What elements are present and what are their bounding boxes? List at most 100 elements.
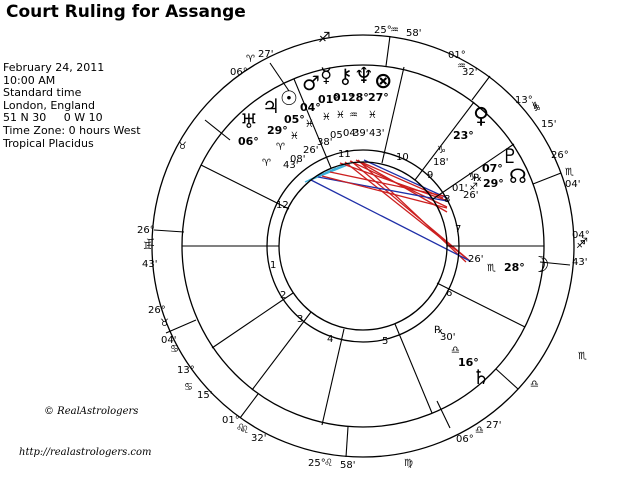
jupiter-degree: 29° [267, 124, 288, 137]
cusp-10-degree: 25° [374, 25, 392, 36]
pluto-minutes: 01' [452, 183, 467, 194]
cusp-11-sign: ♈ [246, 54, 255, 65]
mars-minutes: 38' [317, 137, 332, 148]
mercury-degree: 01° [318, 93, 339, 106]
planet-node[interactable]: ☊29°♐26'℞ [463, 164, 527, 201]
cusp-line-5 [394, 323, 433, 414]
chiron-minutes: 04' [343, 128, 358, 139]
planet-jupiter[interactable]: ♃ 29° ♈ 08' [262, 94, 305, 165]
aspect-line [310, 179, 471, 262]
cusp-9-degree: 01° [448, 50, 466, 61]
node-icon: ☊ [509, 164, 527, 188]
uranus-minutes: 43' [283, 160, 298, 171]
sign-line [269, 62, 290, 92]
cusp-7-minutes: 43' [572, 257, 587, 268]
sign-line [495, 368, 519, 390]
scorpio-outer-glyph: ♏ [578, 351, 587, 362]
leo-outer-glyph: ♌ [240, 425, 249, 436]
sign-line [532, 172, 562, 185]
house-number-10: 10 [396, 152, 409, 163]
neptune-icon: ♆ [354, 64, 374, 89]
saturn-icon: ♄ [472, 365, 490, 389]
moon-sign: ♏ [487, 263, 496, 274]
inner-ring [278, 161, 448, 331]
sign-line [385, 35, 391, 67]
chiron-degree: 01° [333, 91, 354, 104]
jupiter-minutes: 08' [290, 154, 305, 165]
saturn-degree: 16° [458, 356, 479, 369]
cusp-line-12 [200, 164, 290, 210]
virgo-outer-glyph: ♍ [404, 458, 413, 469]
saturn-retrograde-icon: ℞ [434, 325, 443, 336]
planet-sun[interactable]: ☉05°♓26' [280, 86, 318, 156]
cusp-1-minutes: 43' [142, 259, 157, 270]
mercury-icon: ☿ [320, 63, 332, 87]
pluto-sign: ♑ [468, 172, 477, 183]
fortune-sign: ♓ [368, 110, 377, 121]
pluto-icon: ♇ [501, 144, 519, 168]
sagittarius-outer-glyph: ♐ [576, 238, 586, 251]
house-number-9: 9 [427, 170, 433, 181]
neptune-sign: ♒ [349, 110, 358, 121]
cusp-8-degree: 13° [515, 95, 533, 106]
aspect-line [360, 161, 444, 199]
planet-chiron[interactable]: ⚷ 01° ♓ 04' [333, 64, 358, 139]
planet-venus[interactable]: ♀23°♑18' [433, 104, 489, 168]
aspect-line [355, 159, 448, 213]
house-number-8: 8 [444, 194, 450, 205]
cusp-12-degree: 26° [148, 305, 166, 316]
cusp-line-3 [251, 311, 312, 391]
cusp-12-minutes: 04' [161, 335, 176, 346]
cusp-2-sign: ♋ [184, 382, 193, 393]
capricorn-outer-glyph: ♑ [532, 103, 541, 114]
chiron-icon: ⚷ [338, 64, 353, 88]
neptune-minutes: 39' [353, 128, 368, 139]
venus-sign: ♑ [437, 145, 446, 156]
website-link[interactable]: http://realastrologers.com [19, 447, 152, 458]
outer-ring [151, 34, 575, 458]
info-timezone: Time Zone: 0 hours West [3, 123, 141, 137]
mercury-minutes: 05' [330, 130, 345, 141]
info-coordinates: 51 N 30 0 W 10 [3, 111, 103, 125]
saturn-minutes: 30' [440, 332, 455, 343]
planet-fortune[interactable]: ⊗27°♓43' [368, 69, 392, 139]
info-date: February 24, 2011 [3, 61, 105, 74]
venus-minutes: 18' [433, 157, 448, 168]
cusp-10-sign: ♒ [390, 25, 399, 36]
cusp-2-minutes: 15' [197, 390, 212, 401]
chart-info: February 24, 2011 10:00 AM Standard time… [3, 61, 141, 150]
house-cusp-lines [182, 66, 544, 426]
info-location: London, England [3, 98, 95, 112]
uranus-degree: 06° [238, 135, 259, 148]
uranus-sign: ♈ [262, 158, 271, 169]
aries-outer-glyph: ♐ [318, 30, 331, 46]
cusp-3-sign: ♌ [236, 423, 245, 434]
jupiter-sign: ♈ [276, 142, 285, 153]
house-number-11: 11 [338, 149, 351, 160]
moon-degree: 28° [504, 261, 525, 274]
house-number-2: 2 [280, 290, 286, 301]
planet-uranus[interactable]: ♅06°♈43' [238, 109, 298, 171]
cusp-line-4 [321, 328, 345, 426]
planet-mercury[interactable]: ☿ 01° ♓ 05' [318, 63, 345, 141]
planet-saturn[interactable]: ♄16°♎30'℞ [434, 325, 490, 389]
aspect-line [329, 171, 445, 197]
sign-line [239, 393, 259, 419]
planet-mars[interactable]: ♂04°♓38' [300, 71, 332, 148]
aspect-line [350, 160, 471, 262]
mars-sign: ♓ [305, 119, 314, 130]
aspect-line [344, 161, 467, 259]
planet-pluto[interactable]: ♇07°♑01' [452, 144, 519, 194]
cusp-labels: 26°♊43'13°♋15'01°♌32'25°♌58'06°♎27'26°♏0… [137, 25, 590, 471]
planet-moon[interactable]: ☽28°♏26' [468, 253, 550, 278]
jupiter-icon: ♃ [262, 94, 280, 118]
cusp-8-sign: ♑ [531, 101, 540, 112]
chiron-sign: ♓ [336, 110, 345, 121]
planet-neptune[interactable]: ♆28°♒39' [348, 64, 374, 139]
mercury-sign: ♓ [322, 112, 331, 123]
venus-icon: ♀ [473, 104, 489, 129]
cusp-4-sign: ♌ [324, 458, 333, 469]
cusp-line-6 [436, 282, 526, 328]
node-minutes: 26' [463, 190, 478, 201]
cusp-6-sign: ♏ [565, 167, 574, 178]
